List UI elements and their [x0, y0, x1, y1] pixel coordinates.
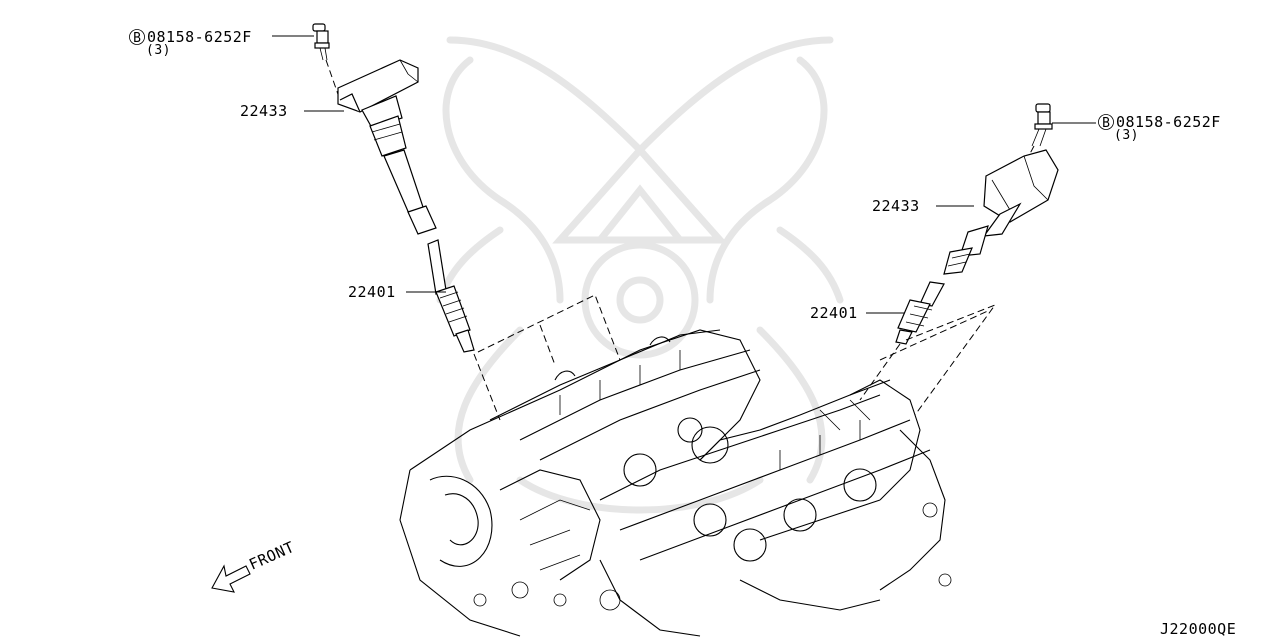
callout-bolt-left: B 08158-6252F (3) — [129, 28, 252, 58]
spark-plug-right — [895, 281, 945, 345]
callout-plug-left: 22401 — [348, 283, 396, 301]
circled-symbol: B — [1102, 116, 1110, 131]
callout-coil-right: 22433 — [872, 197, 920, 215]
front-arrow — [211, 564, 251, 593]
spark-plug-left — [427, 239, 475, 353]
part-number: 08158-6252F — [147, 28, 252, 46]
assembly-guide-lines — [473, 294, 997, 421]
callout-bolt-right: B 08158-6252F (3) — [1098, 113, 1221, 143]
bolt-right — [1023, 103, 1053, 166]
ignition-coil-left — [337, 59, 437, 235]
bolt-left — [312, 23, 341, 101]
quantity: (3) — [1114, 128, 1139, 143]
circled-symbol: B — [133, 31, 141, 46]
ignition-coil-right — [943, 149, 1059, 275]
callout-plug-right: 22401 — [810, 304, 858, 322]
callout-coil-left: 22433 — [240, 102, 288, 120]
diagram-code: J22000QE — [1160, 620, 1236, 638]
engine-block — [399, 329, 952, 637]
front-label: FRONT — [246, 538, 297, 574]
watermark-emblem — [436, 36, 844, 514]
quantity: (3) — [146, 43, 171, 58]
part-number: 08158-6252F — [1116, 113, 1221, 131]
